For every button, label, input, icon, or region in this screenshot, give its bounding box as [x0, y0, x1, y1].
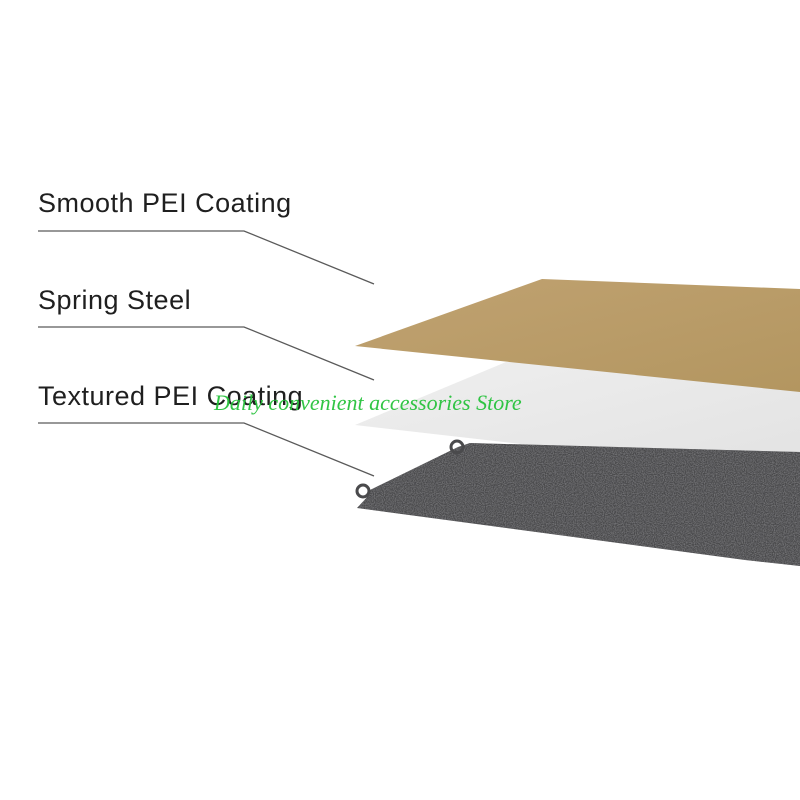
textured-pei-sheet	[355, 439, 800, 566]
label-textured-pei-coating: Textured PEI Coating	[38, 381, 304, 411]
leader-line-smooth	[38, 230, 375, 285]
store-watermark: Daily convenient accessories Store	[214, 390, 522, 415]
smooth-pei-sheet	[355, 279, 800, 392]
leader-line-spring	[38, 326, 375, 381]
spring-steel-sheet	[355, 362, 800, 476]
leader-line-textured	[38, 422, 375, 477]
label-spring-steel: Spring Steel	[38, 285, 192, 315]
label-smooth-pei-coating: Smooth PEI Coating	[38, 188, 292, 218]
